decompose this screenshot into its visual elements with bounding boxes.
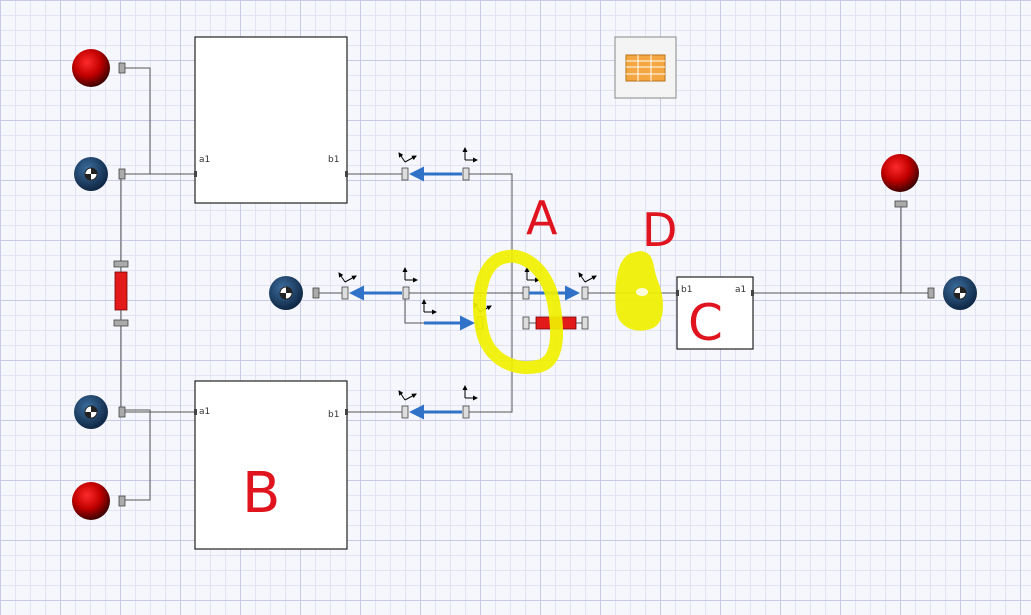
mass-node-bottom-left[interactable] bbox=[72, 482, 126, 520]
table-icon[interactable] bbox=[614, 36, 677, 99]
spring-element-left[interactable] bbox=[113, 260, 129, 327]
block-right-port-out: a1 bbox=[735, 285, 746, 295]
block-bottom-port-out: b1 bbox=[328, 410, 339, 420]
block-right[interactable]: b1 a1 bbox=[676, 276, 754, 350]
yellow-highlight-a bbox=[473, 249, 564, 374]
block-top-port-in: a1 bbox=[199, 155, 210, 165]
yellow-highlight-d-inner bbox=[636, 288, 648, 296]
block-bottom-port-in: a1 bbox=[199, 407, 210, 417]
block-top[interactable]: a1 b1 bbox=[194, 36, 348, 204]
block-top-port-out: b1 bbox=[328, 155, 339, 165]
mass-node-top-left[interactable] bbox=[72, 49, 126, 87]
fixed-node-right[interactable] bbox=[927, 276, 977, 310]
translation-element-bottom[interactable] bbox=[399, 386, 477, 420]
fixed-node-left-lower[interactable] bbox=[74, 395, 126, 429]
block-bottom[interactable]: a1 b1 bbox=[194, 380, 348, 550]
mass-node-right[interactable] bbox=[881, 154, 919, 208]
annotation-d: D bbox=[642, 203, 677, 257]
translation-element-top[interactable] bbox=[399, 148, 477, 182]
annotation-b: B bbox=[242, 461, 280, 526]
annotation-a: A bbox=[526, 191, 558, 245]
fixed-node-middle-left[interactable] bbox=[269, 276, 320, 310]
block-right-port-in: b1 bbox=[681, 285, 692, 295]
translation-element-middle-left[interactable] bbox=[339, 268, 417, 301]
fixed-node-left-upper[interactable] bbox=[74, 157, 126, 191]
annotation-c: C bbox=[688, 294, 723, 352]
